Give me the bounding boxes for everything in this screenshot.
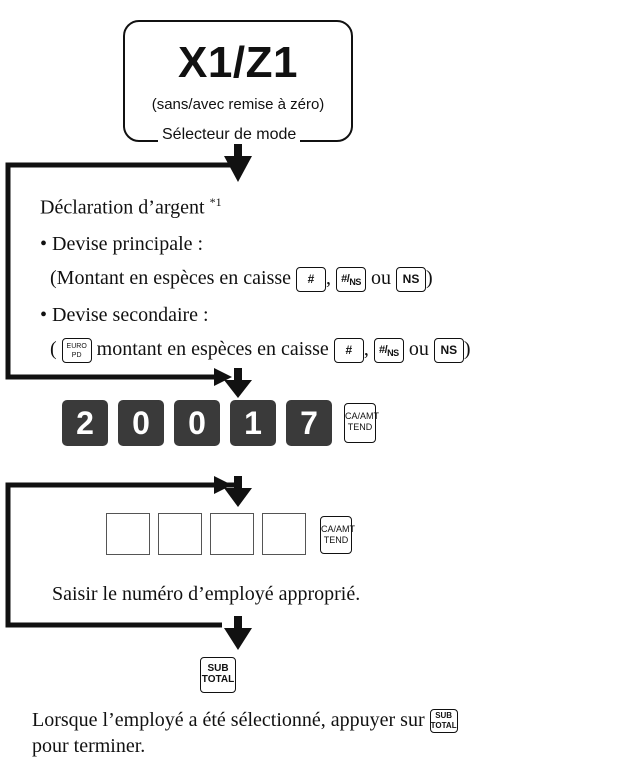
ca-key-2-bottom: TEND bbox=[323, 535, 349, 545]
hash-ns-key-bottom: NS bbox=[349, 277, 361, 288]
hash-ns-key-2[interactable]: #/NS bbox=[373, 337, 404, 363]
mode-selector-title: X1/Z1 bbox=[178, 38, 298, 87]
digit-key-5[interactable]: 7 bbox=[286, 400, 332, 446]
close-paren-2: ) bbox=[463, 338, 471, 360]
sub-inline-bottom: TOTAL bbox=[430, 721, 457, 731]
digit-key-2[interactable]: 0 bbox=[118, 400, 164, 446]
ns-key[interactable]: NS bbox=[396, 266, 427, 292]
hash-ns-key[interactable]: #/NS bbox=[336, 266, 367, 292]
mode-selector-box bbox=[123, 20, 353, 142]
open-paren: ( bbox=[50, 338, 57, 360]
digit-key-4[interactable]: 1 bbox=[230, 400, 276, 446]
secondary-currency-bullet: • Devise secondaire : bbox=[40, 304, 209, 326]
ca-key-bottom: TEND bbox=[347, 422, 373, 432]
euro-key-bottom: PD bbox=[71, 351, 82, 359]
ns-key-2[interactable]: NS bbox=[433, 337, 464, 363]
sub-key-bottom: TOTAL bbox=[201, 674, 235, 685]
sub-key-top: SUB bbox=[207, 663, 229, 674]
employee-digit-box-4[interactable] bbox=[262, 513, 306, 555]
mode-selector-label: Sélecteur de mode bbox=[158, 126, 301, 144]
hash-ns-key-2-top: # bbox=[378, 343, 385, 356]
digit-key-3[interactable]: 0 bbox=[174, 400, 220, 446]
declaration-heading-text: Déclaration d’argent bbox=[40, 196, 205, 219]
ou-text: ou bbox=[371, 267, 392, 289]
employee-digit-box-2[interactable] bbox=[158, 513, 202, 555]
secondary-currency-text: montant en espèces en caisse bbox=[96, 338, 329, 360]
mode-selector-subtitle: (sans/avec remise à zéro) bbox=[151, 96, 325, 113]
comma-2: , bbox=[363, 338, 369, 360]
main-currency-bullet: • Devise principale : bbox=[40, 233, 204, 255]
ca-key-2-top: CA/AMT bbox=[321, 524, 356, 534]
ca-key-top: CA/AMT bbox=[345, 411, 380, 421]
comma: , bbox=[326, 267, 332, 289]
ou-text-2: ou bbox=[408, 338, 429, 360]
hash-key-2[interactable]: # bbox=[333, 337, 364, 363]
main-currency-line: (Montant en espèces en caisse #, #/NS ou… bbox=[50, 266, 433, 292]
final-instruction-line1: Lorsque l’employé a été sélectionné, app… bbox=[32, 708, 458, 734]
final-instruction-line2: pour terminer. bbox=[32, 735, 146, 757]
main-currency-text: (Montant en espèces en caisse bbox=[50, 267, 292, 289]
hash-key[interactable]: # bbox=[296, 266, 327, 292]
footnote-marker: *1 bbox=[209, 195, 222, 209]
close-paren: ) bbox=[426, 267, 433, 289]
hash-ns-key-2-bottom: NS bbox=[387, 348, 399, 359]
employee-instruction: Saisir le numéro d’employé approprié. bbox=[52, 583, 361, 605]
digit-key-1[interactable]: 2 bbox=[62, 400, 108, 446]
sub-inline-top: SUB bbox=[435, 711, 453, 721]
final-instruction-text: Lorsque l’employé a été sélectionné, app… bbox=[32, 709, 425, 731]
euro-key-top: EURO bbox=[66, 342, 87, 350]
hash-ns-key-top: # bbox=[341, 272, 347, 285]
employee-digit-box-3[interactable] bbox=[210, 513, 254, 555]
declaration-heading: Déclaration d’argent *1 bbox=[40, 190, 222, 220]
employee-digit-box-1[interactable] bbox=[106, 513, 150, 555]
